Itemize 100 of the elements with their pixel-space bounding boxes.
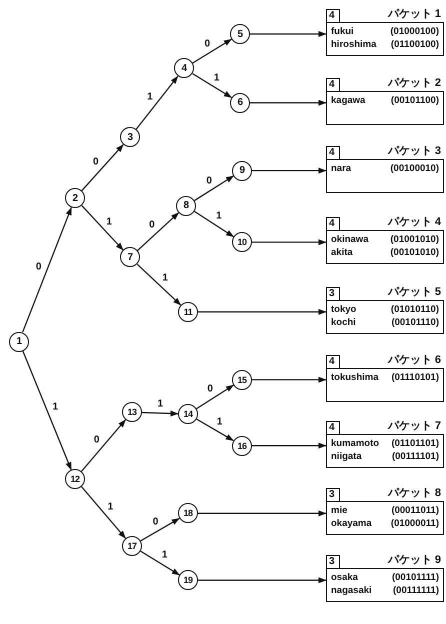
- depth-box: 4: [326, 420, 340, 434]
- prefecture-name: kochi: [331, 316, 356, 329]
- arrow: [194, 175, 234, 202]
- node-circle: 15: [232, 370, 252, 390]
- edge-label: 1: [105, 216, 113, 228]
- edge-label: 1: [106, 501, 114, 512]
- node-circle: 19: [178, 570, 198, 590]
- arrow: [136, 76, 178, 130]
- prefecture-name: tokyo: [331, 302, 356, 316]
- depth-box: 4: [326, 9, 340, 22]
- bit-code: (00111101): [390, 450, 439, 463]
- arrow: [22, 350, 72, 470]
- node-circle: 18: [178, 503, 198, 524]
- edge-label: 1: [212, 72, 220, 84]
- bit-code: (01010110): [390, 302, 439, 316]
- prefecture-name: niigata: [331, 450, 363, 463]
- edge-label: 0: [204, 38, 212, 50]
- node-circle: 9: [232, 160, 252, 181]
- edge-label: 0: [205, 175, 213, 186]
- arrow: [81, 144, 124, 192]
- edge-label: 0: [152, 516, 160, 528]
- arrow: [250, 100, 326, 106]
- prefecture-name: nara: [331, 162, 352, 175]
- arrow: [142, 410, 178, 416]
- arrow: [252, 376, 326, 383]
- depth-box: 3: [326, 555, 340, 568]
- node-circle: 16: [232, 436, 252, 456]
- node-circle: 7: [120, 247, 140, 268]
- arrow: [136, 212, 180, 252]
- packet-title: パケット 5: [388, 284, 441, 299]
- arrow: [81, 205, 124, 251]
- arrow: [252, 239, 326, 246]
- arrow: [196, 384, 234, 410]
- packet-title: パケット 9: [388, 553, 441, 568]
- bit-code: (01110101): [390, 370, 439, 384]
- depth-box: 3: [326, 286, 340, 300]
- prefecture-name: fukui: [331, 25, 355, 38]
- bit-code: (00101100): [390, 94, 439, 107]
- edge-label: 0: [92, 434, 100, 446]
- bit-code: (00101010): [389, 246, 439, 260]
- node-circle: 5: [230, 24, 250, 44]
- packet-title: パケット 8: [388, 486, 441, 500]
- arrow: [252, 168, 326, 174]
- arrow: [250, 31, 326, 37]
- node-circle: 10: [232, 232, 252, 252]
- depth-box: 4: [326, 217, 340, 230]
- depth-box: 3: [326, 488, 340, 502]
- bit-code: (00011011): [390, 504, 439, 518]
- node-circle: 2: [65, 188, 85, 208]
- arrow: [81, 486, 126, 539]
- node-circle: 1: [9, 332, 29, 352]
- bit-code: (01000011): [390, 517, 439, 530]
- bit-code: (00100010): [389, 162, 439, 175]
- arrow: [140, 550, 180, 576]
- packet-title: パケット 1: [388, 7, 441, 21]
- node-circle: 3: [120, 127, 140, 148]
- prefecture-name: kagawa: [331, 94, 366, 107]
- node-circle: 13: [122, 402, 142, 422]
- arrow: [198, 308, 326, 315]
- bit-code: (00101111): [390, 571, 439, 584]
- bit-code: (01001010): [389, 233, 439, 246]
- packet-title: パケット 6: [388, 352, 441, 367]
- prefecture-name: mie: [331, 504, 348, 518]
- prefecture-name: nagasaki: [331, 584, 372, 598]
- node-circle: 8: [176, 196, 196, 216]
- edge-label: 0: [206, 384, 214, 395]
- bit-code: (01000100): [389, 25, 439, 38]
- packet-title: パケット 3: [388, 144, 441, 158]
- bit-code: (00101110): [390, 316, 439, 329]
- depth-box: 4: [326, 78, 340, 91]
- node-circle: 14: [178, 404, 198, 424]
- prefecture-name: tokushima: [331, 370, 379, 384]
- prefecture-name: okayama: [331, 517, 372, 530]
- prefecture-name: osaka: [331, 571, 359, 584]
- node-circle: 11: [178, 302, 198, 322]
- arrow: [136, 264, 182, 306]
- node-circle: 12: [65, 469, 85, 490]
- edge-label: 1: [52, 401, 60, 412]
- arrow: [198, 510, 326, 516]
- depth-box: 4: [326, 146, 340, 159]
- packet-title: パケット 7: [388, 418, 441, 433]
- node-circle: 4: [174, 58, 194, 78]
- packet-title: パケット 4: [388, 215, 441, 230]
- arrow: [198, 577, 326, 584]
- edge-label: 0: [92, 156, 100, 168]
- arrow: [192, 73, 232, 98]
- node-circle: 17: [122, 536, 142, 556]
- arrow: [196, 418, 234, 442]
- arrow: [140, 518, 180, 542]
- bit-code: (01100100): [390, 38, 439, 51]
- node-circle: 6: [230, 92, 250, 113]
- bit-code: (00111111): [392, 584, 439, 598]
- depth-box: 4: [326, 354, 340, 368]
- prefecture-name: okinawa: [331, 233, 368, 246]
- prefecture-name: akita: [331, 246, 354, 260]
- edge-label: 0: [148, 220, 156, 231]
- arrow: [194, 210, 234, 238]
- arrow: [81, 419, 126, 472]
- packet-title: パケット 2: [388, 76, 441, 90]
- prefecture-name: kumamoto: [331, 436, 380, 450]
